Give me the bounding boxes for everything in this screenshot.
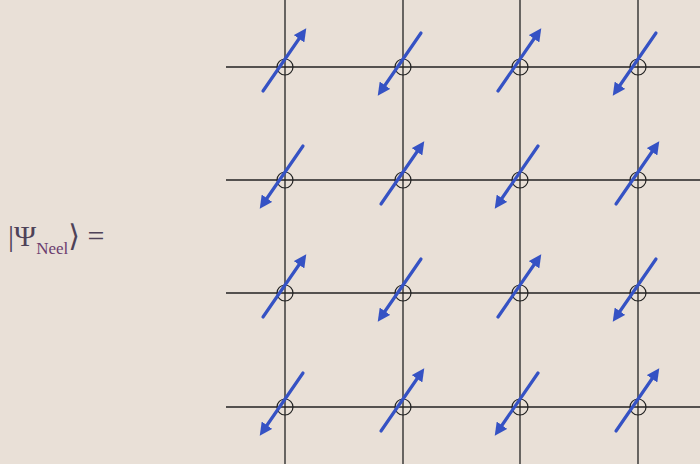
ket-subscript: Neel <box>36 239 68 258</box>
spin-arrows <box>263 33 656 431</box>
state-equation: |ΨNeel⟩ = <box>8 218 104 259</box>
spin-down-arrow <box>381 33 421 91</box>
lattice-row-line <box>226 179 700 180</box>
lattice-lines <box>226 0 700 464</box>
spin-up-arrow <box>498 33 538 91</box>
spin-down-arrow <box>381 259 421 317</box>
lattice-row-line <box>226 406 700 407</box>
lattice-column-line <box>284 0 285 464</box>
ket-close: ⟩ = <box>68 219 104 252</box>
spin-up-arrow <box>616 146 656 204</box>
spin-up-arrow <box>263 33 303 91</box>
spin-up-arrow <box>263 259 303 317</box>
spin-up-arrow <box>381 373 421 431</box>
spin-down-arrow <box>616 33 656 91</box>
lattice-row-line <box>226 66 700 67</box>
spin-up-arrow <box>498 259 538 317</box>
lattice-column-line <box>637 0 638 464</box>
ket-open: |Ψ <box>8 219 36 252</box>
lattice-column-line <box>519 0 520 464</box>
lattice-row-line <box>226 292 700 293</box>
spin-down-arrow <box>263 373 303 431</box>
spin-down-arrow <box>263 146 303 204</box>
spin-down-arrow <box>616 259 656 317</box>
spin-up-arrow <box>616 373 656 431</box>
spin-down-arrow <box>498 146 538 204</box>
spin-up-arrow <box>381 146 421 204</box>
spin-down-arrow <box>498 373 538 431</box>
lattice-column-line <box>402 0 403 464</box>
